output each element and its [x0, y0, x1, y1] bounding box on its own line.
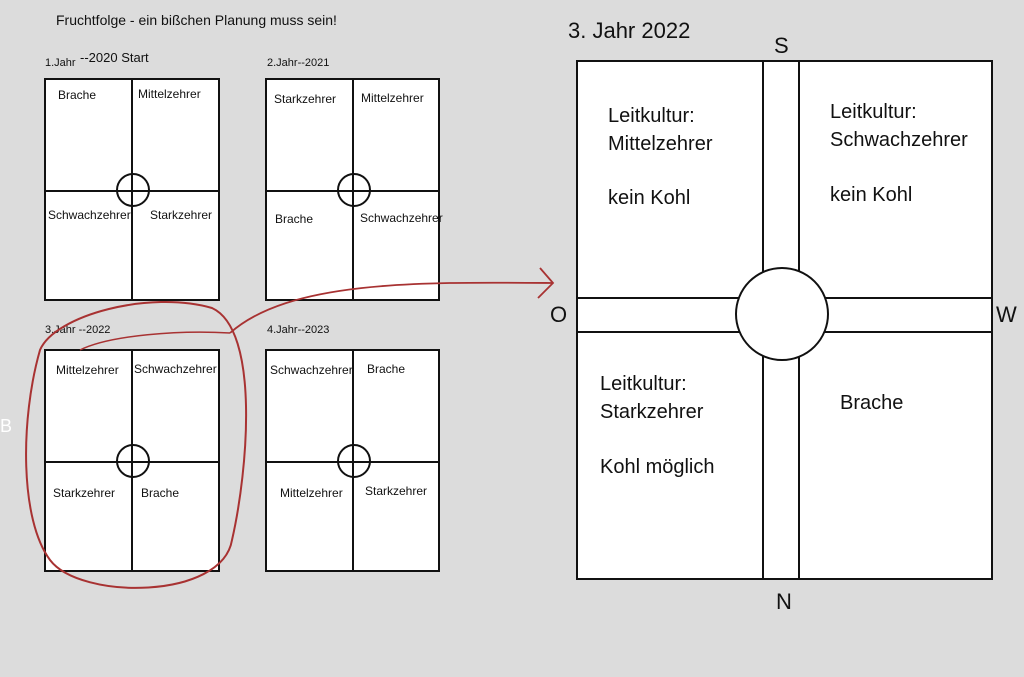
- plan3-bed-tr: Schwachzehrer: [134, 362, 217, 376]
- big-bed-tr-crop: Schwachzehrer: [830, 129, 968, 151]
- plan4-bed-tl: Schwachzehrer: [270, 363, 353, 377]
- plan3-bed-tl: Mittelzehrer: [56, 363, 119, 377]
- compass-west: W: [996, 302, 1017, 327]
- big-bed-tr-note: kein Kohl: [830, 184, 913, 206]
- big-bed-tr-title: Leitkultur:: [830, 101, 917, 123]
- plan2-bed-bl: Brache: [275, 212, 314, 226]
- compass-south: S: [774, 33, 789, 58]
- plan2-grid: Starkzehrer Mittelzehrer Brache Schwachz…: [265, 78, 443, 301]
- compass-north: N: [776, 589, 792, 614]
- plan2-center-circle: [337, 173, 371, 207]
- plan3-bed-bl: Starkzehrer: [53, 486, 116, 500]
- big-bed-tl-title: Leitkultur:: [608, 105, 695, 127]
- plan1-bed-bl: Schwachzehrer: [48, 208, 131, 222]
- big-bed-bl-note: Kohl möglich: [600, 456, 715, 478]
- big-bed-tl-note: kein Kohl: [608, 187, 691, 209]
- plan1-grid: Brache Mittelzehrer Schwachzehrer Starkz…: [44, 78, 220, 301]
- plan1-heading-year: 1.Jahr: [45, 57, 76, 69]
- annotation-arrow-head: [537, 267, 555, 299]
- plan2-heading: 2.Jahr--2021: [267, 57, 330, 69]
- side-letter: B: [0, 416, 13, 436]
- plan3-grid: Mittelzehrer Schwachzehrer Starkzehrer B…: [44, 349, 220, 572]
- plan2-bed-tl: Starkzehrer: [274, 92, 337, 106]
- annotation-arrow-line: [229, 281, 554, 334]
- plan3-center-circle: [116, 444, 150, 478]
- annotation-connector: [79, 331, 231, 351]
- big-bed-bl-crop: Starkzehrer: [600, 401, 704, 423]
- plan3-bed-br: Brache: [141, 486, 180, 500]
- annotation-loop: [25, 301, 248, 589]
- plan1-heading-start: --2020 Start: [80, 50, 149, 65]
- big-bed-br-label: Brache: [840, 392, 904, 414]
- plan2-bed-br: Schwachzehrer: [360, 211, 443, 225]
- plan4-heading: 4.Jahr--2023: [267, 324, 330, 336]
- plan4-bed-tr: Brache: [367, 362, 406, 376]
- plan1-bed-tl: Brache: [58, 88, 97, 102]
- compass-east: O: [550, 302, 568, 327]
- big-plan-grid: Leitkultur: Mittelzehrer kein Kohl Leitk…: [576, 60, 993, 580]
- big-bed-bl-title: Leitkultur:: [600, 373, 687, 395]
- page-title: Fruchtfolge - ein bißchen Planung muss s…: [56, 12, 337, 28]
- plan2-bed-tr: Mittelzehrer: [361, 91, 424, 105]
- big-plan-heading: 3. Jahr 2022: [568, 18, 691, 43]
- plan4-center-circle: [337, 444, 371, 478]
- plan1-bed-tr: Mittelzehrer: [138, 87, 201, 101]
- plan4-bed-br: Starkzehrer: [365, 484, 428, 498]
- big-bed-tl-crop: Mittelzehrer: [608, 133, 713, 155]
- big-center-circle: [735, 267, 829, 361]
- plan1-bed-br: Starkzehrer: [150, 208, 213, 222]
- plan4-grid: Schwachzehrer Brache Mittelzehrer Starkz…: [265, 349, 440, 572]
- plan1-center-circle: [116, 173, 150, 207]
- plan4-bed-bl: Mittelzehrer: [280, 486, 343, 500]
